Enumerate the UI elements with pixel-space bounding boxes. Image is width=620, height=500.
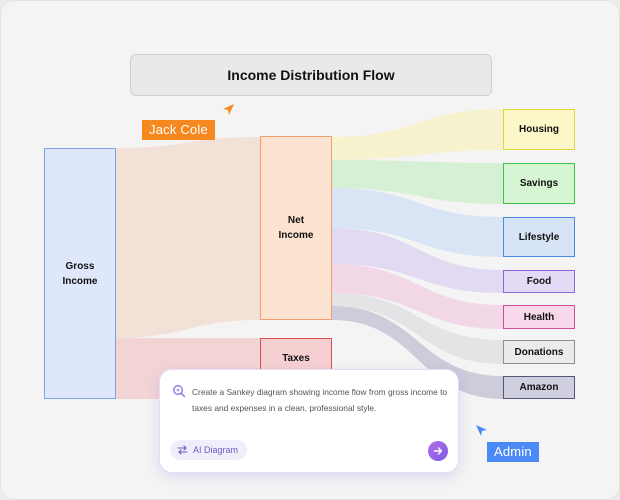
node-amazon[interactable]: Amazon bbox=[503, 376, 575, 399]
flow-net-to-lifestyle bbox=[332, 188, 503, 257]
node-food[interactable]: Food bbox=[503, 270, 575, 293]
flow-net-to-food bbox=[332, 228, 503, 293]
cursor-arrow-icon bbox=[476, 425, 487, 436]
collaborator-label-admin: Admin bbox=[487, 442, 539, 462]
node-savings[interactable]: Savings bbox=[503, 163, 575, 204]
prompt-text[interactable]: Create a Sankey diagram showing income f… bbox=[192, 387, 448, 413]
flow-gross-to-net bbox=[116, 137, 260, 338]
flow-net-to-donations bbox=[332, 293, 503, 364]
arrow-right-icon bbox=[433, 447, 443, 455]
diagram-title[interactable]: Income Distribution Flow bbox=[130, 54, 492, 96]
collaborator-label-jack-cole: Jack Cole bbox=[142, 120, 215, 140]
flow-net-to-health bbox=[332, 264, 503, 329]
ai-diagram-chip[interactable]: AI Diagram bbox=[170, 440, 248, 460]
node-health[interactable]: Health bbox=[503, 305, 575, 329]
node-gross-income[interactable]: Gross Income bbox=[44, 148, 116, 399]
sparkle-search-icon bbox=[173, 385, 186, 398]
node-lifestyle[interactable]: Lifestyle bbox=[503, 217, 575, 257]
swap-arrows-icon bbox=[177, 445, 188, 455]
send-button[interactable] bbox=[428, 441, 448, 461]
cursor-arrow-icon bbox=[223, 104, 234, 115]
node-housing[interactable]: Housing bbox=[503, 109, 575, 150]
flow-net-to-amazon bbox=[332, 306, 503, 399]
ai-diagram-chip-label: AI Diagram bbox=[193, 445, 239, 455]
node-donations[interactable]: Donations bbox=[503, 340, 575, 364]
flow-net-to-savings bbox=[332, 160, 503, 204]
flow-net-to-housing bbox=[332, 109, 503, 160]
node-net-income[interactable]: Net Income bbox=[260, 136, 332, 320]
ai-prompt-panel[interactable]: Create a Sankey diagram showing income f… bbox=[160, 370, 458, 472]
